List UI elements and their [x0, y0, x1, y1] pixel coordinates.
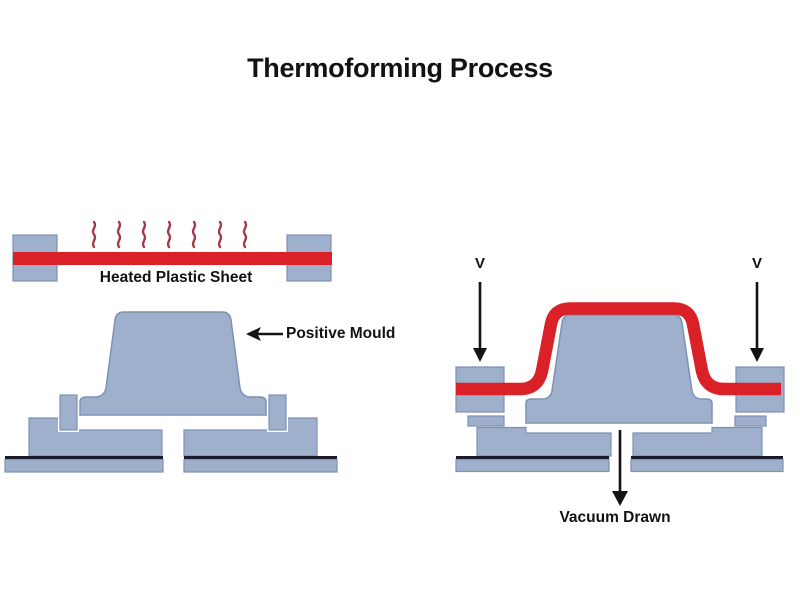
- heated-sheet-label: Heated Plastic Sheet: [99, 269, 253, 286]
- down-arrow-icon: [473, 282, 487, 362]
- heated-plastic-sheet: [13, 252, 332, 265]
- heat-wave-icon: [116, 220, 122, 249]
- vacuum-drawn-label: Vacuum Drawn: [559, 509, 671, 526]
- heat-waves-icon: [91, 220, 248, 249]
- heat-wave-icon: [166, 220, 172, 249]
- clamp-step-right: [734, 415, 767, 427]
- baseline-bar: [456, 456, 609, 460]
- heat-wave-icon: [242, 220, 248, 249]
- bottom-slab-right: [183, 458, 338, 473]
- mould-platform-right: [632, 426, 763, 457]
- heat-wave-icon: [91, 220, 97, 249]
- vacuum-port-label-left: V: [474, 255, 486, 272]
- positive-mould-label: Positive Mould: [286, 325, 396, 342]
- vacuum-port-label-right: V: [751, 255, 763, 272]
- mould-platform-right: [183, 417, 318, 457]
- mould-platform-left: [28, 417, 163, 457]
- page-title: Thermoforming Process: [247, 53, 553, 83]
- down-arrow-icon: [750, 282, 764, 362]
- left-diagram: [4, 220, 338, 473]
- positive-mould-shape: [79, 311, 267, 416]
- heat-wave-icon: [217, 220, 223, 249]
- mould-post-left: [59, 394, 78, 431]
- mould-platform-left: [476, 426, 612, 457]
- positive-mould-shape: [525, 314, 713, 424]
- baseline-bar: [184, 456, 337, 460]
- baseline-bar: [5, 456, 163, 460]
- bottom-slab-right: [630, 458, 784, 473]
- left-arrow-icon: [246, 327, 283, 341]
- baseline-bar: [631, 456, 783, 460]
- bottom-slab-left: [4, 458, 164, 473]
- vacuum-arrow-icon: [612, 430, 628, 506]
- heat-wave-icon: [191, 220, 197, 249]
- clamp-step-left: [467, 415, 505, 427]
- right-diagram: [455, 282, 785, 506]
- mould-post-right: [268, 394, 287, 431]
- formed-plastic-sheet: [456, 302, 781, 396]
- bottom-slab-left: [455, 458, 610, 473]
- heat-wave-icon: [141, 220, 147, 249]
